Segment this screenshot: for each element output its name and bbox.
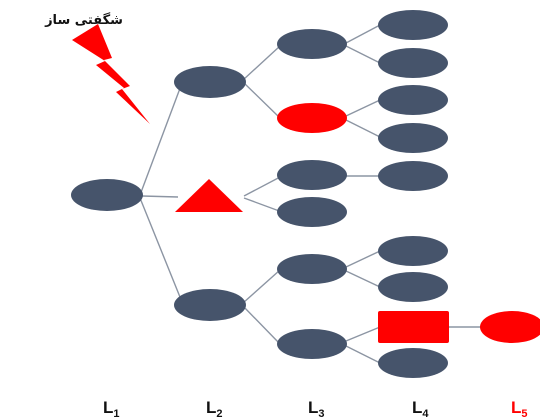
node-l2-top	[174, 66, 246, 98]
edge-l3f-l4h	[345, 326, 381, 342]
node-l3-d	[277, 197, 347, 227]
node-l4-f	[378, 236, 448, 266]
edge-l3a-l4a	[345, 24, 381, 44]
edge-root-l2b	[141, 195, 179, 198]
trigger-label: شگفتی ساز	[44, 12, 123, 28]
node-l4-a	[378, 10, 448, 40]
edge-root-l2a	[139, 82, 183, 196]
edge-l2b-l3c	[243, 175, 283, 197]
level-label-l3: L3	[308, 398, 325, 417]
edge-l2a-l3b	[242, 81, 281, 119]
edge-l2a-l3a	[242, 45, 281, 81]
level-labels: L1 L2 L3 L4 L5	[103, 398, 528, 417]
node-l4-e	[378, 161, 448, 191]
edge-l2c-l3f	[242, 305, 281, 345]
edge-l3e-l4f	[345, 250, 381, 268]
node-l3-e	[277, 254, 347, 284]
node-l2-triangle	[175, 179, 243, 212]
node-l4-h-rectangle	[378, 311, 449, 343]
edge-l3f-l4i	[345, 345, 381, 364]
node-l4-d	[378, 123, 448, 153]
node-l4-c	[378, 85, 448, 115]
edge-root-l2c	[139, 197, 183, 303]
edge-l2b-l3d	[243, 197, 283, 213]
node-l4-i	[378, 348, 448, 378]
edge-l3a-l4b	[345, 45, 381, 64]
node-l2-bottom	[174, 289, 246, 321]
node-l4-b	[378, 48, 448, 78]
level-label-l5: L5	[511, 398, 528, 417]
node-l3-a	[277, 29, 347, 59]
edge-l3b-l4c	[345, 99, 381, 117]
lightning-bolt-icon	[72, 24, 150, 124]
node-l4-g	[378, 272, 448, 302]
node-l3-f	[277, 329, 347, 359]
node-root	[71, 179, 143, 211]
edge-l3b-l4d	[345, 119, 381, 138]
node-l3-c	[277, 160, 347, 190]
edges	[139, 24, 482, 364]
node-l5-highlight	[480, 311, 540, 343]
edge-l3e-l4g	[345, 270, 381, 288]
level-label-l2: L2	[206, 398, 223, 417]
level-label-l4: L4	[412, 398, 429, 417]
edge-l2c-l3e	[242, 269, 281, 304]
node-l3-b-highlight	[277, 103, 347, 133]
level-label-l1: L1	[103, 398, 120, 417]
